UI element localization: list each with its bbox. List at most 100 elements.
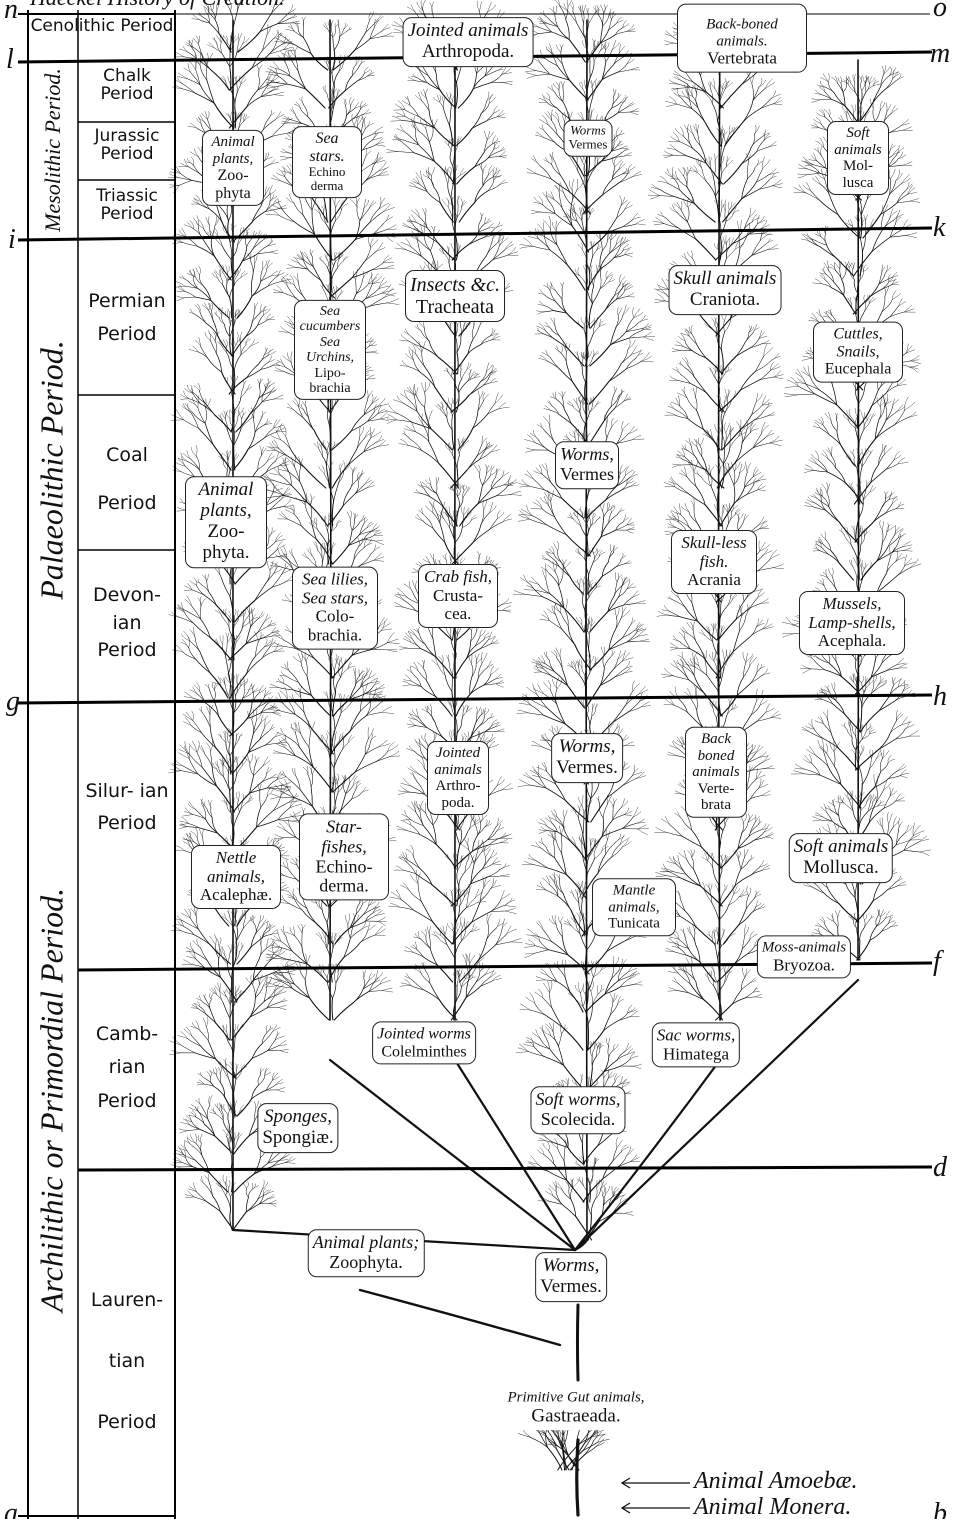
branch-stroke	[184, 811, 192, 814]
branch-stroke	[278, 808, 290, 820]
branch-stroke	[219, 937, 221, 946]
branch-stroke	[199, 1080, 204, 1084]
branch-stroke	[258, 75, 260, 90]
branch-stroke	[282, 896, 289, 904]
branch-stroke	[286, 197, 294, 203]
branch-stroke	[210, 936, 216, 944]
branch-stroke	[204, 716, 210, 728]
branch-stroke	[177, 510, 185, 511]
branch-stroke	[408, 768, 419, 774]
branch-stroke	[459, 872, 465, 886]
branch-stroke	[451, 923, 453, 931]
branch-stroke	[329, 278, 352, 298]
branch-stroke	[453, 661, 455, 674]
branch-stroke	[190, 580, 197, 585]
branch-stroke	[239, 734, 242, 739]
branch-stroke	[300, 968, 305, 979]
branch-stroke	[350, 716, 366, 731]
branch-stroke	[324, 692, 329, 700]
branch-stroke	[202, 305, 209, 310]
branch-stroke	[181, 931, 194, 935]
branch-stroke	[269, 1203, 275, 1207]
branch-stroke	[243, 686, 245, 698]
branch-stroke	[300, 790, 312, 807]
branch-stroke	[303, 767, 308, 774]
branch-stroke	[491, 477, 495, 489]
branch-stroke	[375, 926, 383, 935]
branch-stroke	[183, 714, 193, 720]
branch-stroke	[189, 61, 196, 70]
branch-stroke	[206, 1017, 208, 1027]
branch-stroke	[348, 914, 350, 925]
branch-stroke	[357, 198, 360, 207]
branch-stroke	[275, 92, 284, 95]
branch-stroke	[198, 428, 213, 445]
branch-stroke	[492, 975, 500, 981]
branch-stroke	[380, 413, 387, 419]
branch-stroke	[326, 733, 327, 741]
branch-stroke	[299, 468, 300, 482]
branch-stroke	[291, 352, 292, 363]
branch-stroke	[262, 1033, 271, 1043]
branch-stroke	[487, 403, 495, 415]
branch-stroke	[262, 1033, 266, 1043]
branch-stroke	[227, 311, 228, 317]
branch-stroke	[228, 113, 230, 119]
branch-stroke	[182, 964, 192, 965]
branch-stroke	[376, 540, 383, 541]
branch-stroke	[408, 717, 416, 719]
branch-stroke	[496, 919, 500, 928]
branch-stroke	[334, 1002, 353, 1020]
branch-stroke	[473, 415, 487, 428]
branch-stroke	[387, 639, 398, 643]
branch-stroke	[379, 168, 387, 175]
branch-stroke	[214, 683, 215, 690]
branch-stroke	[410, 985, 423, 989]
branch-stroke	[409, 341, 422, 347]
branch-stroke	[260, 784, 261, 794]
branch-stroke	[496, 684, 504, 688]
branch-stroke	[288, 9, 296, 14]
branch-stroke	[210, 334, 215, 341]
branch-stroke	[177, 298, 184, 301]
branch-stroke	[376, 142, 384, 145]
branch-stroke	[389, 906, 400, 907]
branch-stroke	[384, 215, 389, 223]
branch-stroke	[250, 1002, 264, 1017]
branch-stroke	[179, 827, 188, 829]
branch-stroke	[387, 225, 396, 230]
branch-stroke	[249, 686, 254, 690]
branch-stroke	[247, 369, 261, 377]
branch-stroke	[314, 430, 326, 450]
branch-stroke	[235, 627, 243, 640]
branch-stroke	[426, 937, 430, 948]
branch-stroke	[415, 432, 428, 441]
branch-stroke	[331, 107, 334, 122]
branch-stroke	[362, 909, 373, 916]
branch-stroke	[185, 692, 193, 698]
branch-stroke	[188, 1039, 201, 1047]
branch-stroke	[382, 289, 394, 293]
branch-stroke	[247, 384, 250, 390]
branch-stroke	[311, 775, 313, 787]
branch-stroke	[369, 990, 383, 991]
branch-stroke	[417, 801, 420, 811]
branch-stroke	[431, 484, 437, 493]
branch-stroke	[497, 729, 504, 731]
branch-stroke	[226, 340, 228, 347]
branch-stroke	[264, 693, 271, 698]
branch-stroke	[220, 636, 223, 644]
branch-stroke	[220, 983, 221, 992]
branch-stroke	[365, 694, 375, 695]
branch-stroke	[348, 449, 357, 465]
branch-stroke	[375, 751, 388, 762]
branch-stroke	[212, 988, 217, 994]
branch-stroke	[210, 691, 214, 701]
branch-stroke	[206, 323, 218, 336]
branch-stroke	[228, 1110, 230, 1119]
branch-stroke	[234, 1079, 236, 1093]
branch-stroke	[218, 1067, 220, 1073]
branch-stroke	[407, 748, 415, 751]
branch-stroke	[283, 425, 286, 436]
branch-stroke	[191, 831, 198, 838]
